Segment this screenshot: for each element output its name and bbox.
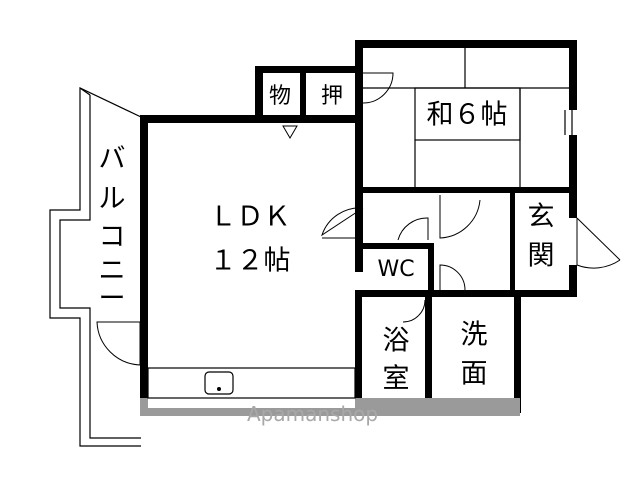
door-swings	[96, 72, 621, 366]
balcony-char-2: ル	[99, 184, 126, 215]
balcony-outline	[49, 87, 142, 447]
apamanshop-watermark: Apamanshop	[247, 402, 378, 426]
genkan-char-1: 玄	[528, 202, 555, 233]
wc-label: WC	[377, 257, 414, 282]
bottom-gray-wall	[140, 398, 520, 416]
ldk-label-line1: ＬＤＫ	[210, 202, 291, 233]
bath-char-1: 浴	[383, 326, 410, 357]
bath-char-2: 室	[383, 364, 410, 395]
senmen-char-2: 面	[461, 359, 488, 390]
balcony-char-3: コ	[99, 222, 126, 253]
oshi-label: 押	[321, 84, 343, 109]
kitchen-counter	[147, 367, 356, 399]
mono-label: 物	[269, 84, 291, 109]
ldk-label-line2: １２帖	[210, 246, 291, 277]
tatami-lines	[363, 48, 569, 187]
senmen-char-1: 洗	[461, 320, 488, 351]
balcony-char-5: ー	[99, 284, 126, 315]
walls	[140, 40, 577, 415]
balcony-char-1: バ	[99, 144, 126, 175]
window	[564, 110, 573, 135]
genkan-char-2: 関	[528, 241, 555, 272]
washitsu-label: 和６帖	[427, 100, 508, 131]
balcony-char-4: ニ	[99, 256, 126, 287]
